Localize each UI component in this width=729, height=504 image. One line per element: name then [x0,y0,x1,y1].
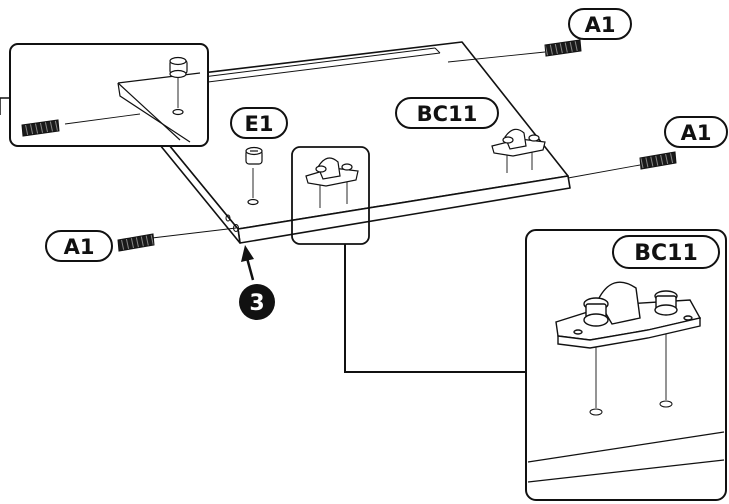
svg-text:A1: A1 [585,13,616,37]
hinge-plate-icon [491,128,546,173]
svg-text:3: 3 [249,291,264,316]
hinge-plate-icon [305,157,359,208]
svg-text:BC11: BC11 [634,241,698,266]
cam-lock-icon [245,146,263,206]
label-e1: E1 [230,107,288,139]
label-a1-top-right: A1 [568,8,632,40]
label-bc11-board: BC11 [395,97,499,129]
svg-text:BC11: BC11 [417,102,478,126]
wooden-dowel-icon [544,39,582,57]
detail-highlight-box [291,146,370,245]
detail-panel-top-left [0,43,209,147]
step-arrow [241,245,255,281]
svg-text:A1: A1 [64,235,95,259]
hinge-plate-icon [555,281,702,349]
detail-connector-line [344,244,526,373]
wooden-dowel-icon [639,151,677,170]
label-a1-right: A1 [664,116,728,148]
wooden-dowel-icon [117,233,155,252]
svg-text:E1: E1 [245,112,274,136]
detail-panel-bc11: BC11 [525,229,727,501]
label-a1-left: A1 [45,230,113,262]
svg-text:A1: A1 [681,121,712,145]
step-number-badge: 3 [239,284,275,320]
cam-lock-icon [169,56,188,116]
